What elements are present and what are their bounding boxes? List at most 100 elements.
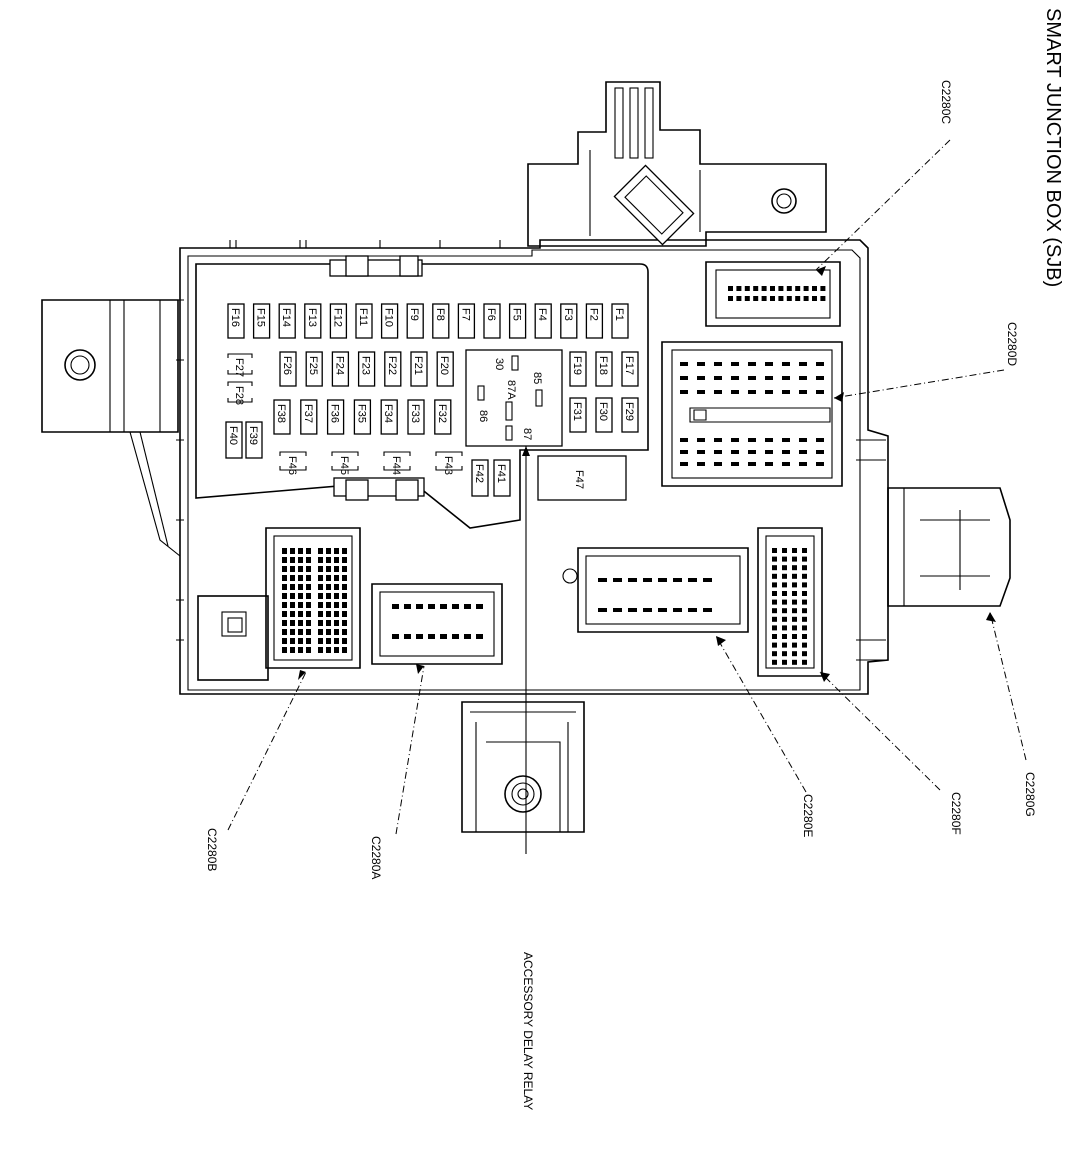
label-c2280f: C2280F: [949, 792, 963, 835]
connector-pin: [342, 620, 347, 626]
connector-pin: [802, 573, 807, 579]
connector-pin: [326, 593, 331, 599]
connector-pin: [772, 642, 777, 648]
fuse-f38-label: F38: [275, 404, 287, 423]
connector-pin: [820, 286, 826, 291]
bottom-mount-bracket: [461, 701, 585, 833]
fuse-f11-label: F11: [357, 308, 369, 326]
connector-pin: [334, 602, 339, 608]
connector-pin: [792, 556, 797, 562]
connector-pin: [792, 599, 797, 605]
connector-pin: [782, 362, 790, 366]
fuse-f26: F26: [279, 351, 297, 387]
connector-pin: [643, 578, 652, 582]
connector-pin: [782, 634, 787, 639]
connector-pin: [697, 438, 705, 442]
fuse-f19-label: F19: [571, 356, 583, 375]
connector-pin: [282, 638, 287, 644]
connector-pin: [688, 578, 697, 582]
connector-pin: [728, 286, 733, 291]
connector-pin: [318, 548, 323, 554]
connector-pin: [802, 642, 807, 648]
connector-pin: [282, 575, 287, 581]
fuse-f47-label: F47: [573, 470, 585, 489]
fuse-f31: F31: [569, 397, 587, 433]
connector-pin: [613, 578, 622, 582]
connector-pin: [802, 565, 807, 571]
connector-pin: [728, 296, 733, 301]
connector-pin: [812, 286, 817, 291]
connector-pin: [342, 575, 347, 581]
fuse-f45-label: F45: [338, 456, 350, 475]
connector-pin: [680, 450, 688, 454]
connector-pin: [802, 599, 807, 605]
connector-pin: [298, 638, 303, 644]
connector-pin: [658, 608, 667, 612]
connector-pin: [782, 390, 790, 394]
connector-pin: [799, 376, 807, 380]
connector-pin: [404, 604, 411, 609]
connector-pin: [342, 584, 347, 590]
connector-pin: [697, 376, 705, 380]
connector-pin: [290, 566, 295, 572]
connector-pin: [334, 557, 339, 563]
label-c2280a: C2280A: [369, 836, 383, 879]
connector-pin: [714, 438, 722, 442]
fuse-row-3-right: F31 F30 F29: [569, 397, 639, 433]
connector-pin: [688, 608, 697, 612]
fuse-f22: F22: [384, 351, 402, 387]
connector-pin: [782, 616, 787, 622]
fuse-f17-label: F17: [623, 356, 635, 375]
fuse-f4: F4: [534, 303, 552, 339]
connector-pin: [792, 608, 797, 614]
connector-pin: [761, 296, 767, 301]
fuse-f44-label: F44: [390, 456, 402, 475]
connector-pin: [298, 575, 303, 581]
relay-terminal-87a: 87A: [505, 380, 517, 400]
connector-pin: [318, 629, 323, 635]
connector-pin: [782, 591, 787, 596]
fuse-f8-label: F8: [434, 308, 446, 321]
connector-pin: [342, 566, 347, 572]
connector-pin: [318, 593, 323, 599]
connector-pin: [765, 450, 773, 454]
connector-pin: [802, 591, 807, 596]
connector-pin: [792, 591, 797, 596]
connector-pin: [748, 450, 756, 454]
fuse-f46-label: F46: [286, 456, 298, 475]
label-c2280b: C2280B: [205, 828, 219, 871]
connector-pin: [782, 651, 787, 657]
connector-pin: [772, 565, 777, 571]
connector-pin: [778, 296, 784, 301]
connector-pin: [476, 604, 483, 609]
relay-terminal-86: 86: [477, 410, 489, 422]
connector-pin: [290, 557, 295, 563]
connector-pin: [298, 584, 303, 590]
fuse-f16: F16: [227, 303, 245, 339]
connector-pin: [782, 548, 787, 553]
connector-pin: [392, 604, 399, 609]
fuse-f42-label: F42: [473, 464, 485, 483]
fuse-f30: F30: [595, 397, 613, 433]
connector-pin: [772, 556, 777, 562]
connector-pin: [782, 573, 787, 579]
connector-pin: [795, 286, 801, 291]
fuse-f29: F29: [621, 397, 639, 433]
connector-pin: [772, 616, 777, 622]
connector-pin: [736, 286, 742, 291]
fuse-f18-label: F18: [597, 356, 609, 375]
relay-terminal-labels: 30 85 87A 86 87: [477, 358, 543, 440]
label-c2280g: C2280G: [1023, 772, 1037, 817]
fuse-f4-label: F4: [536, 308, 548, 321]
connector-pin: [816, 376, 824, 380]
sjb-housing: [176, 239, 889, 695]
fuse-f2-label: F2: [587, 308, 599, 321]
connector-pin: [802, 634, 807, 639]
fuse-f3-label: F3: [562, 308, 574, 321]
label-c2280d: C2280D: [1005, 322, 1019, 366]
